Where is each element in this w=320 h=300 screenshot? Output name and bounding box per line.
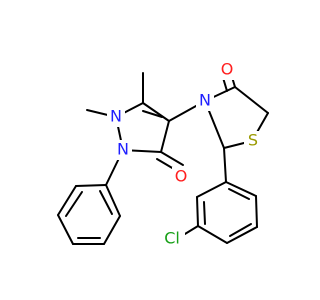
sulfur-atom: S xyxy=(244,131,262,151)
bond-phenyl-6 xyxy=(105,184,121,217)
bond-chlorophenyl-5 xyxy=(255,195,258,228)
bond-chlorophenyl-4 xyxy=(226,226,258,244)
bond-c5pyr-c4pyr xyxy=(160,120,170,153)
oxygen-thiazolidinone-label: O xyxy=(221,60,234,79)
bond-phenyl-2 xyxy=(57,185,77,216)
bond-chlorophenyl-2 xyxy=(196,196,199,227)
bond-chlorophenyl-6 xyxy=(225,181,257,197)
chlorine-atom: Cl xyxy=(159,229,185,249)
bond-layer xyxy=(57,66,269,245)
bond-chlorophenyl-inner-3 xyxy=(228,188,250,200)
nitrogen-phenyl-label: N xyxy=(117,140,129,159)
nitrogen-thiazolidinone-atom: N xyxy=(196,91,214,111)
bond-phenyl-inner-1 xyxy=(65,191,83,217)
bond-c5pyr-o-single xyxy=(160,151,184,166)
oxygen-pyrazolone-label: O xyxy=(175,167,188,186)
oxygen-thiazolidinone-atom: O xyxy=(218,60,236,80)
nitrogen-phenyl-atom: N xyxy=(114,140,132,160)
nitrogen-methyl-atom: N xyxy=(107,107,125,127)
bond-c4-c5 xyxy=(234,86,269,114)
bond-chlorophenyl-inner-1 xyxy=(203,201,206,225)
bond-phenyl-inner-3 xyxy=(99,190,113,215)
chlorine-label: Cl xyxy=(164,229,180,248)
bond-c4pyr-c3pyr-single xyxy=(142,102,170,122)
bond-phenyl-3 xyxy=(57,214,74,245)
bond-chlorophenyl-inner-2 xyxy=(229,223,252,237)
nitrogen-thiazolidinone-label: N xyxy=(199,91,211,110)
bond-c2-chlorophenyl xyxy=(223,147,227,183)
oxygen-pyrazolone-atom: O xyxy=(172,167,190,187)
bond-c4pyr-c3pyr-double xyxy=(142,110,163,118)
atom-label-layer: O N S N N O Cl xyxy=(107,60,262,249)
bond-chlorophenyl-1 xyxy=(196,181,227,198)
nitrogen-methyl-label: N xyxy=(110,107,122,126)
bond-chlorophenyl-3 xyxy=(197,225,228,244)
bond-phenyl-5 xyxy=(103,215,121,245)
molecular-structure-diagram: O N S N N O Cl xyxy=(57,60,269,249)
bond-phenyl-1 xyxy=(75,184,107,187)
sulfur-label: S xyxy=(248,131,258,150)
